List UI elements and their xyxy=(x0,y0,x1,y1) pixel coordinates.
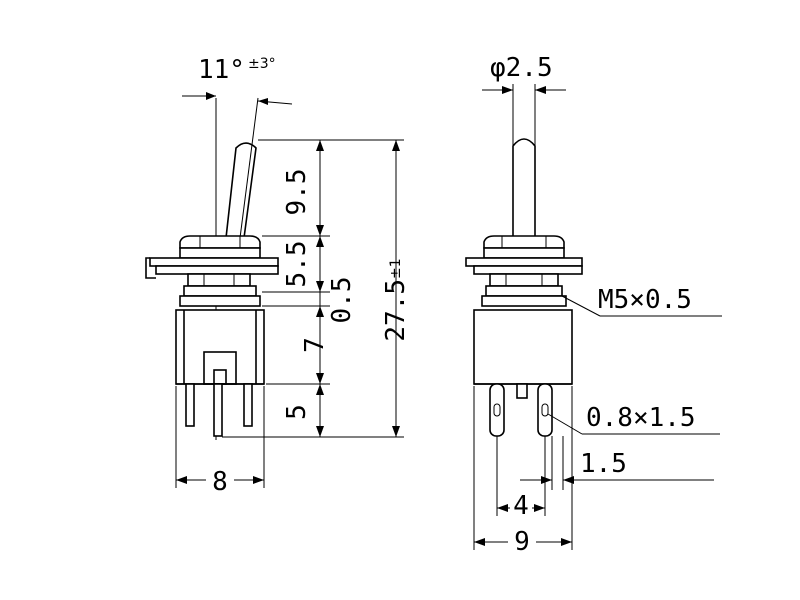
dim-lever-diameter: φ2.5 xyxy=(490,53,553,83)
angle-label: 11° xyxy=(198,55,245,85)
side-body xyxy=(175,309,265,385)
side-lower-nut xyxy=(179,273,261,307)
front-nut xyxy=(465,235,583,307)
dim-washer-gap: 0.5 xyxy=(327,277,357,324)
terminal-section: 0.8×1.5 xyxy=(586,403,696,433)
dim-nut-height: 5.5 xyxy=(282,241,312,288)
dim-lever-length: 9.5 xyxy=(282,169,312,216)
side-terminals xyxy=(185,383,253,437)
side-view: 11° ±3° xyxy=(145,55,411,497)
dim-body-width-side: 8 xyxy=(212,467,228,497)
dim-terminal-offset: 1.5 xyxy=(580,449,627,479)
angle-tolerance: ±3° xyxy=(248,56,276,72)
front-body xyxy=(473,309,573,385)
lever-angle-line xyxy=(239,97,259,239)
front-terminals xyxy=(489,383,553,437)
dim-body-height: 7 xyxy=(300,337,330,353)
side-nut xyxy=(179,235,261,259)
dim-terminal-length: 5 xyxy=(282,404,312,420)
dim-terminal-pitch: 4 xyxy=(513,491,529,521)
side-extension-lines xyxy=(222,139,404,438)
front-lever xyxy=(512,138,536,239)
front-view: φ2.5 M5×0.5 xyxy=(465,53,722,557)
dim-body-width-front: 9 xyxy=(514,527,530,557)
dim-overall-height: 27.5±1 xyxy=(381,258,411,341)
thread-callout: M5×0.5 xyxy=(598,285,692,315)
side-lever xyxy=(225,142,257,239)
